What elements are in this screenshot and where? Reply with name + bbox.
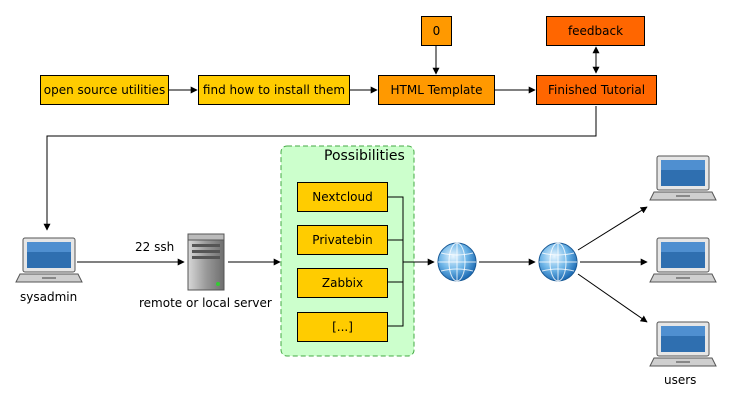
user-laptop-icon <box>649 155 717 201</box>
user-laptop-icon <box>649 237 717 283</box>
sysadmin-laptop-icon <box>15 237 83 283</box>
possibility-item: Nextcloud <box>297 182 388 212</box>
globe-icon <box>437 242 477 282</box>
sysadmin-label: sysadmin <box>20 290 78 304</box>
find-install-box: find how to install them <box>198 75 350 105</box>
ssh-label: 22 ssh <box>135 240 175 254</box>
possibilities-title: Possibilities <box>324 148 405 164</box>
feedback-box: feedback <box>546 16 645 46</box>
server-label: remote or local server <box>139 296 272 310</box>
possibility-item: Zabbix <box>297 268 388 298</box>
possibility-item: Privatebin <box>297 225 388 255</box>
users-label: users <box>664 373 697 387</box>
open-source-utilities-box: open source utilities <box>40 75 169 105</box>
server-icon <box>187 233 225 291</box>
user-laptop-icon <box>649 321 717 367</box>
possibility-item: [...] <box>297 312 388 342</box>
html-template-box: HTML Template <box>378 75 495 105</box>
globe-icon <box>538 242 578 282</box>
finished-tutorial-box: Finished Tutorial <box>536 75 657 105</box>
zero-box: 0 <box>421 16 452 46</box>
